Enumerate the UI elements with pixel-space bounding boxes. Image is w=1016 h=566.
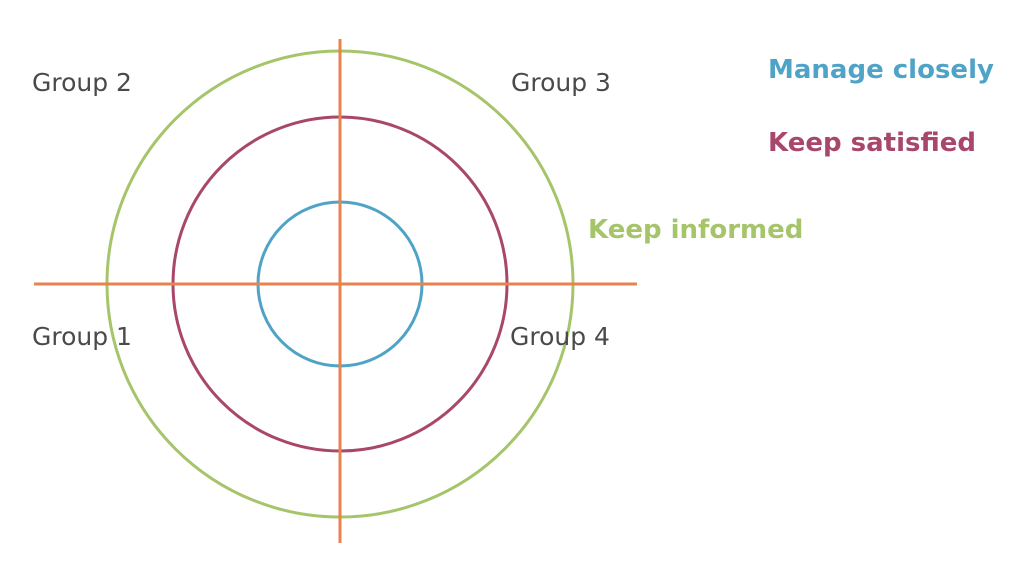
group-1-label: Group 1 [32, 322, 132, 351]
group-3-label: Group 3 [511, 68, 611, 97]
legend-keep-informed: Keep informed [588, 215, 804, 245]
legend-manage-closely: Manage closely [768, 55, 994, 85]
group-4-label: Group 4 [510, 322, 610, 351]
legend-keep-satisfied: Keep satisfied [768, 128, 976, 158]
group-2-label: Group 2 [32, 68, 132, 97]
